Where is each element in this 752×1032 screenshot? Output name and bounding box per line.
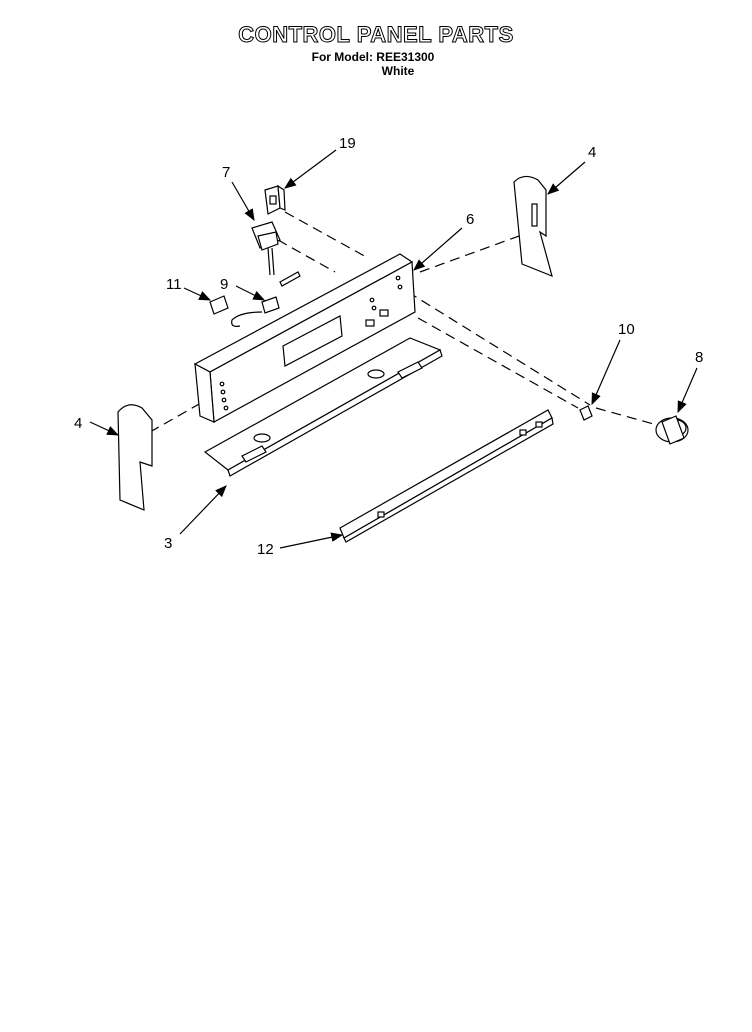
part-10-spacer (579, 405, 593, 421)
part-4-end-cap-left (117, 404, 153, 511)
callout-19: 19 (339, 135, 356, 152)
callout-8: 8 (695, 349, 703, 366)
callout-10: 10 (618, 321, 635, 338)
callout-4-right: 4 (588, 144, 596, 161)
callout-11: 11 (166, 276, 182, 293)
part-12-trim-strip (339, 409, 554, 543)
part-4-end-cap-right (513, 175, 553, 278)
part-8-knob (655, 415, 689, 445)
assembly-lines (149, 211, 669, 433)
model-line: For Model: REE31300 (311, 50, 435, 64)
part-19-switch (264, 184, 286, 215)
callout-6: 6 (466, 211, 474, 228)
callout-7: 7 (222, 164, 230, 181)
part-11-socket (209, 295, 229, 315)
callout-4-left: 4 (74, 415, 82, 432)
leader-arrows (89, 149, 698, 549)
page-title: CONTROL PANEL PARTS (238, 22, 514, 48)
callout-3: 3 (164, 535, 172, 552)
part-9-lamp-holder (231, 296, 280, 327)
callout-labels: 19 7 4 6 11 9 10 8 4 3 12 (74, 135, 703, 558)
part-7-infinite-switch (251, 221, 301, 287)
part-6-control-panel (193, 253, 416, 423)
callout-12: 12 (257, 541, 274, 558)
part-3-bracket (203, 337, 443, 477)
color-line: White (381, 64, 415, 78)
callout-9: 9 (220, 276, 228, 293)
